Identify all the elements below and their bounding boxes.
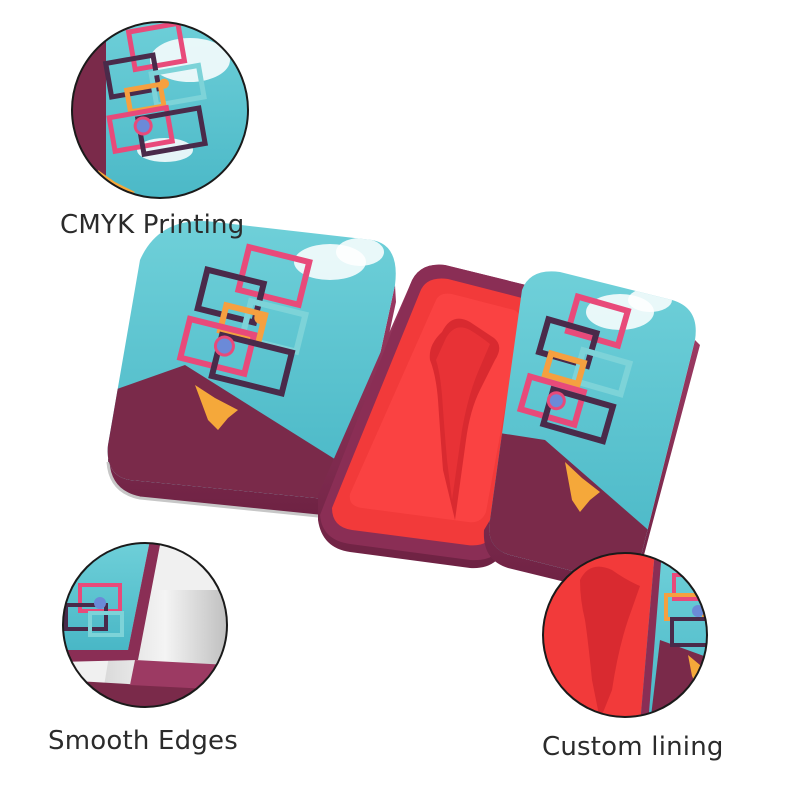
left-tin-lid	[106, 221, 396, 518]
cmyk-printing-caption: CMYK Printing	[60, 210, 245, 240]
open-tin-base	[318, 264, 548, 569]
custom-lining-detail-circle	[542, 552, 708, 718]
custom-lining-caption: Custom lining	[542, 732, 724, 762]
smooth-edges-detail-circle	[62, 542, 228, 708]
smooth-edges-caption: Smooth Edges	[48, 726, 238, 756]
right-tin-lid	[483, 271, 700, 592]
cmyk-detail-circle	[71, 21, 249, 199]
